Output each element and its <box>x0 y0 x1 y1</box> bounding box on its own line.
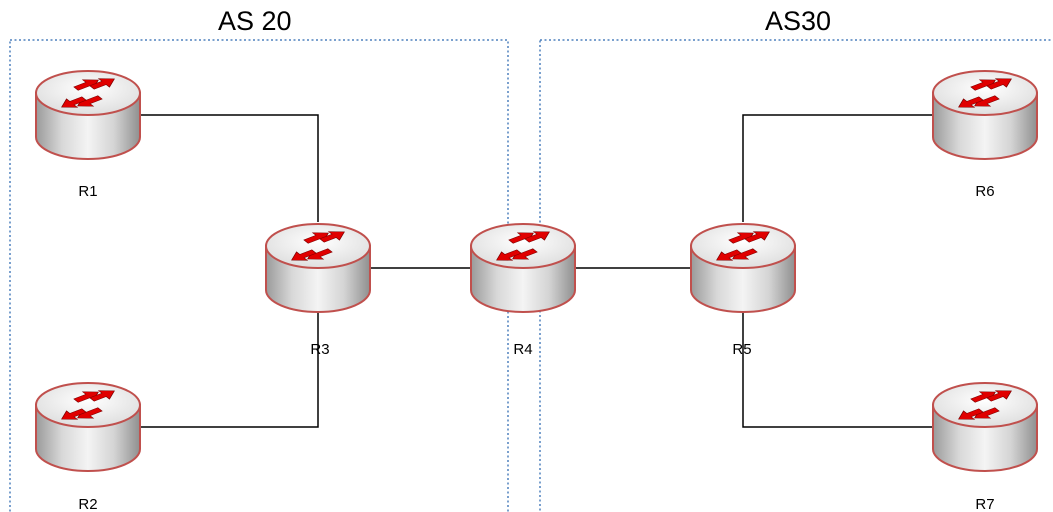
r5-label: R5 <box>732 341 751 358</box>
link-r5-r6 <box>742 114 935 222</box>
as20-boundary <box>9 39 509 512</box>
r6-label: R6 <box>975 183 994 200</box>
as30-title: AS30 <box>765 6 832 36</box>
link-r5-r7 <box>742 312 935 428</box>
r4-label: R4 <box>513 341 532 358</box>
r3-router-icon <box>266 224 370 312</box>
link-r2-r3 <box>140 312 319 428</box>
r7-router-icon <box>933 383 1037 471</box>
r2-label: R2 <box>78 496 97 512</box>
r6-router-icon <box>933 71 1037 159</box>
r3-label: R3 <box>310 341 329 358</box>
r5-router-icon <box>691 224 795 312</box>
r1-label: R1 <box>78 183 97 200</box>
r1-router-icon <box>36 71 140 159</box>
link-r1-r3 <box>140 114 319 222</box>
r7-label: R7 <box>975 496 994 512</box>
as20-title: AS 20 <box>218 6 292 36</box>
r2-router-icon <box>36 383 140 471</box>
r4-router-icon <box>471 224 575 312</box>
